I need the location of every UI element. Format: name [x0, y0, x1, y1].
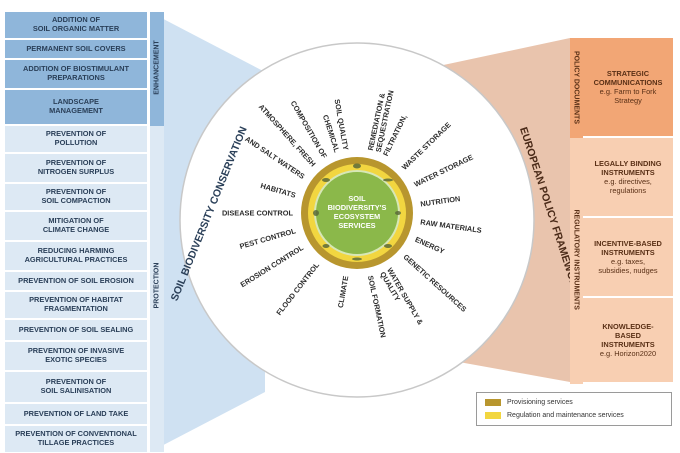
protection-band: [150, 126, 164, 452]
policy-documents-band: [570, 38, 583, 138]
legend-swatch-regulation: [485, 412, 501, 419]
fungus-icon: [313, 210, 319, 216]
protection-item: PREVENTION OF SOIL EROSION: [5, 272, 147, 290]
springtail-icon: [384, 244, 392, 248]
regulatory-instruments-label: REGULATORY INSTRUMENTS: [572, 209, 580, 310]
protection-label: PROTECTION: [153, 262, 161, 309]
policy-instrument-example: e.g. Horizon2020: [599, 349, 657, 359]
earthworm-icon: [383, 178, 393, 182]
legend-label-provisioning: Provisioning services: [507, 399, 573, 406]
bacteria-icon: [322, 178, 330, 182]
nematode-icon: [352, 257, 362, 261]
mite-icon: [395, 211, 401, 215]
ant-icon: [322, 244, 330, 248]
enhancement-band: [150, 12, 164, 126]
enhancement-label: ENHANCEMENT: [153, 40, 161, 95]
legend-label-regulation: Regulation and maintenance services: [507, 412, 624, 419]
legend-swatch-provisioning: [485, 399, 501, 406]
beetle-icon: [353, 163, 361, 169]
enhancement-item: PERMANENT SOIL COVERS: [5, 40, 147, 58]
regulatory-band: [570, 138, 583, 384]
ecosystem-service-label: DISEASE CONTROL: [222, 209, 294, 218]
organism-icons: [313, 163, 401, 261]
policy-instrument-example: e.g. taxes,subsidies, nudges: [598, 257, 658, 276]
legend-item-provisioning: Provisioning services: [485, 399, 573, 406]
protection-item: PREVENTION OF SOIL SEALING: [5, 320, 147, 340]
legend: Provisioning services Regulation and mai…: [476, 392, 672, 426]
policy-documents-label: POLICY DOCUMENTS: [572, 51, 580, 124]
legend-item-regulation: Regulation and maintenance services: [485, 412, 624, 419]
policy-instrument-example: e.g. directives,regulations: [604, 177, 652, 196]
protection-item: PREVENTION OF LAND TAKE: [5, 404, 147, 424]
